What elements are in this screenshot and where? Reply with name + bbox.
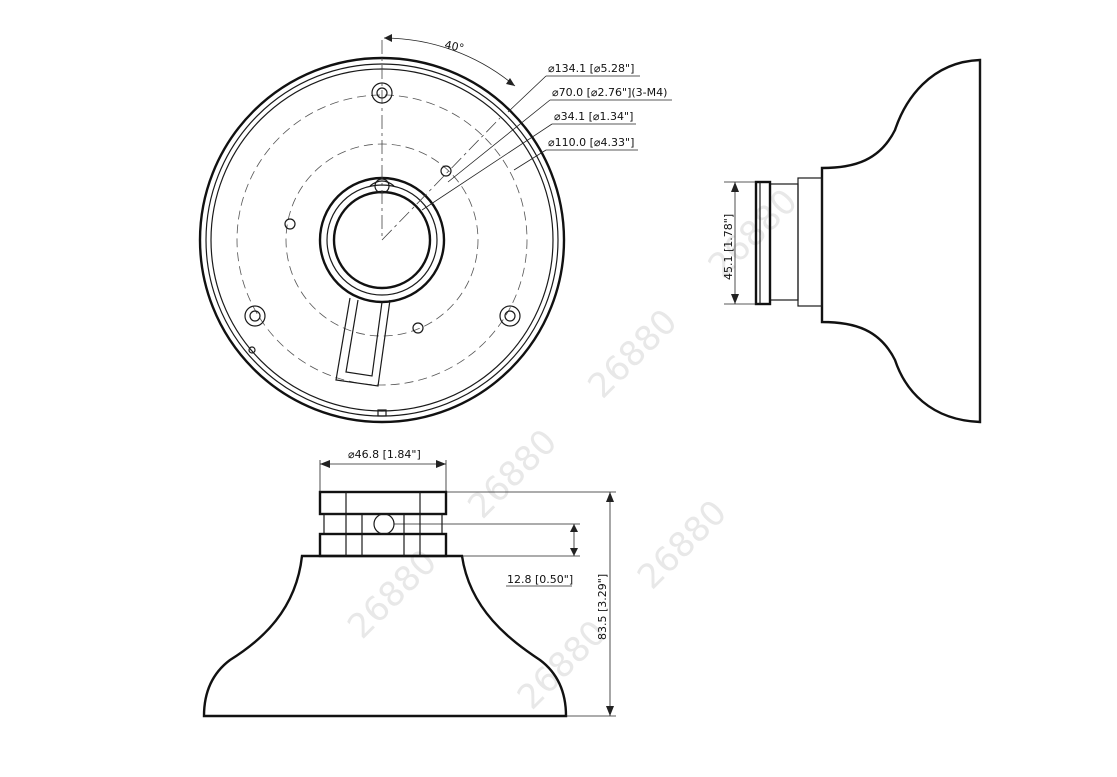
front-view: ⌀46.8 [1.84"] 12.8 [0.50"] 83.5 [3.29"] xyxy=(202,448,616,718)
label-pcd-diameter: ⌀110.0 [⌀4.33"] xyxy=(548,136,634,149)
neck-cap xyxy=(754,180,772,306)
label-bore-diameter: ⌀34.1 [⌀1.34"] xyxy=(554,110,633,123)
angle-arrow-2 xyxy=(506,78,515,86)
label-neck-diameter: ⌀46.8 [1.84"] xyxy=(348,448,421,461)
top-view: 40° ⌀134.1 [⌀5.28"] ⌀70.0 [⌀2.76"](3-M4)… xyxy=(198,34,672,424)
screw-left xyxy=(244,305,266,327)
neck-cap-front xyxy=(318,490,448,516)
label-outer-diameter: ⌀134.1 [⌀5.28"] xyxy=(548,62,634,75)
arrow-total-top xyxy=(606,492,614,502)
screw-right xyxy=(499,305,521,327)
arrow-side-bottom xyxy=(731,294,739,304)
arrow-step-bottom xyxy=(570,548,578,556)
arrow-total-bottom xyxy=(606,706,614,716)
leader-holes xyxy=(447,99,672,183)
arrow-neck-left xyxy=(320,460,330,468)
arrow-step-top xyxy=(570,524,578,532)
watermark-text-4: 26880 xyxy=(701,181,806,286)
watermark-text-1: 26880 xyxy=(340,542,445,647)
watermark-text-6: 26880 xyxy=(630,493,735,598)
angle-arrow-1 xyxy=(384,34,392,42)
watermark-text-2: 26880 xyxy=(460,422,565,527)
leader-outer xyxy=(507,75,640,113)
label-neck-step: 12.8 [0.50"] xyxy=(507,573,573,586)
hole-1 xyxy=(440,165,452,177)
pcd-circle xyxy=(236,94,528,386)
center-line-angled xyxy=(381,117,501,241)
angle-label: 40° xyxy=(443,38,465,55)
bore-notch xyxy=(369,180,395,187)
cable-slot-outer xyxy=(335,297,391,387)
angle-arc xyxy=(383,37,516,87)
hole-3 xyxy=(412,322,424,334)
set-screw xyxy=(373,513,395,535)
rim-tab xyxy=(377,409,387,417)
leader-bore xyxy=(421,123,636,211)
label-total-height: 83.5 [3.29"] xyxy=(596,574,609,640)
cable-slot-inner xyxy=(345,299,383,377)
neck-lower xyxy=(797,177,823,307)
hole-4 xyxy=(248,346,256,354)
bell-body xyxy=(820,58,982,424)
arrow-side-top xyxy=(731,182,739,192)
label-side-height: 45.1 [1.78"] xyxy=(722,214,735,280)
side-view: 45.1 [1.78"] xyxy=(722,58,982,424)
arrow-neck-right xyxy=(436,460,446,468)
watermark-text-3: 26880 xyxy=(581,302,686,407)
hole-2 xyxy=(284,218,296,230)
label-hole-diameter: ⌀70.0 [⌀2.76"](3-M4) xyxy=(552,86,667,99)
leader-pcd xyxy=(513,149,638,171)
